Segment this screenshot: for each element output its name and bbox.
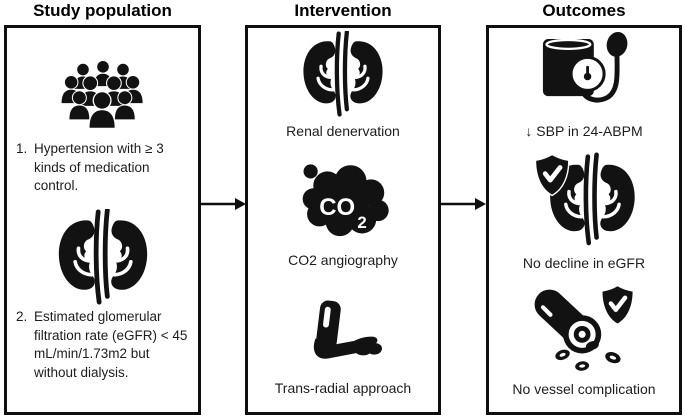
co2-icon-subscript: 2	[357, 213, 366, 232]
column-title-study-population: Study population	[33, 1, 172, 20]
bp-monitor-icon	[542, 31, 628, 103]
panel-outcomes: ↓ SBP in 24-ABPM No decline in eGFR	[486, 25, 682, 415]
shield-kidneys-icon	[524, 152, 644, 246]
criterion-hypertension: 1. Hypertension with ≥ 3 kinds of medica…	[16, 140, 192, 196]
outcome-caption: ↓ SBP in 24-ABPM	[525, 123, 643, 139]
outcome-caption: No vessel complication	[512, 381, 656, 397]
co2-icon-label: CO	[319, 194, 355, 221]
vessel-shield-icon	[534, 284, 639, 371]
intervention-caption: Trans-radial approach	[274, 380, 412, 396]
intervention-caption: Renal denervation	[286, 123, 400, 139]
kidneys-icon	[55, 209, 151, 305]
criterion-egfr: 2. Estimated glomerular filtration rate …	[16, 308, 192, 383]
outcome-caption: No decline in eGFR	[522, 255, 646, 271]
crowd-icon	[60, 60, 144, 130]
arrow-population-to-intervention	[200, 198, 246, 210]
column-title-outcomes: Outcomes	[542, 1, 626, 20]
criterion-text: Hypertension with ≥ 3 kinds of medicatio…	[34, 141, 164, 194]
intervention-caption: CO2 angiography	[288, 252, 398, 268]
co2-cloud-icon: CO 2	[302, 164, 389, 237]
kidneys-icon	[300, 31, 386, 117]
panel-study-population: 1. Hypertension with ≥ 3 kinds of medica…	[4, 25, 201, 415]
criterion-number: 2.	[16, 309, 28, 324]
arrow-intervention-to-outcomes	[440, 198, 486, 210]
arm-icon	[313, 300, 383, 359]
panel-intervention: Renal denervation CO 2 CO2 angiography	[245, 25, 441, 415]
criterion-number: 1.	[16, 141, 28, 156]
criterion-text: Estimated glomerular filtration rate (eG…	[34, 309, 188, 380]
column-title-intervention: Intervention	[294, 1, 392, 20]
